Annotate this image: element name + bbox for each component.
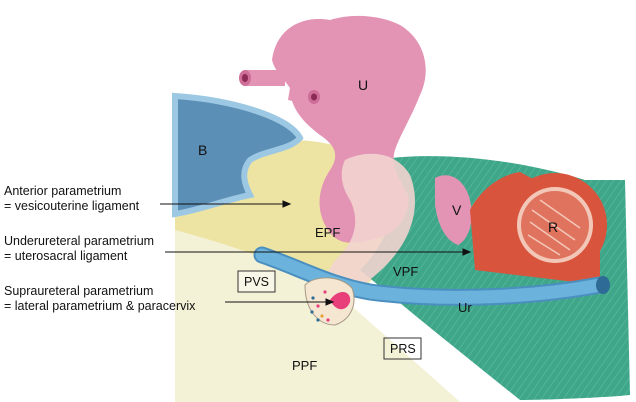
underureteral-parametrium-label: Underureteral parametrium = uterosacral … [4, 234, 154, 264]
anterior-parametrium-title: Anterior parametrium [4, 184, 139, 199]
vpf-label: VPF [393, 264, 418, 279]
ureter-end [596, 276, 610, 294]
rectum-label: R [548, 219, 558, 235]
vesicouterine-ligament-text: = vesicouterine ligament [4, 199, 139, 214]
ureter-label: Ur [458, 300, 472, 315]
underureteral-parametrium-title: Underureteral parametrium [4, 234, 154, 249]
anterior-parametrium-label: Anterior parametrium = vesicouterine lig… [4, 184, 139, 214]
ppf-label: PPF [292, 358, 317, 373]
pvs-label: PVS [244, 275, 269, 289]
supraureteral-parametrium-label: Supraureteral parametrium = lateral para… [4, 284, 195, 314]
uterosacral-ligament-text: = uterosacral ligament [4, 249, 154, 264]
epf-label: EPF [315, 225, 340, 240]
supraureteral-parametrium-title: Supraureteral parametrium [4, 284, 195, 299]
rectum [470, 172, 607, 285]
bladder-label: B [198, 142, 207, 158]
vagina-label: V [452, 202, 462, 218]
uterus-label: U [358, 77, 368, 93]
lateral-parametrium-text: = lateral parametrium & paracervix [4, 299, 195, 314]
prs-label: PRS [390, 342, 416, 356]
